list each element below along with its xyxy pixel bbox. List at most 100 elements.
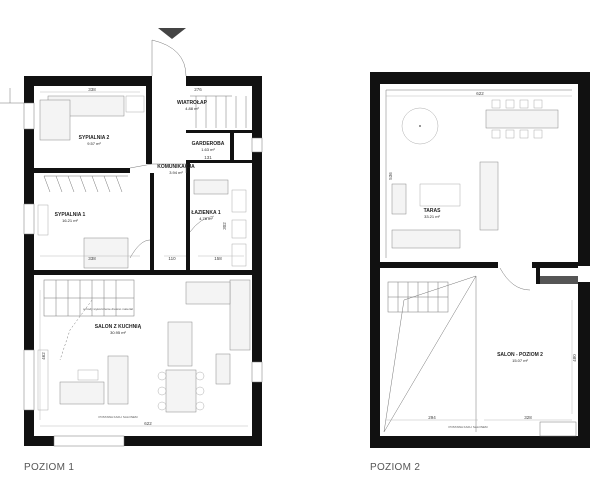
room-area: 4.88 m² bbox=[185, 106, 199, 111]
level-title: POZIOM 2 bbox=[370, 462, 420, 473]
sofa bbox=[59, 381, 105, 405]
void-outline bbox=[383, 275, 477, 433]
dimension-label: 131 bbox=[204, 155, 212, 160]
bathtub bbox=[193, 179, 229, 195]
void-diagonal bbox=[383, 275, 477, 433]
balcony-rail bbox=[0, 88, 24, 104]
desk bbox=[125, 95, 145, 113]
lounge-sofa bbox=[391, 229, 461, 249]
room-name: KOMUNIKACJA bbox=[157, 164, 195, 170]
wall bbox=[380, 262, 498, 268]
lounge-sofa bbox=[479, 161, 499, 231]
dimension-label: 622 bbox=[476, 91, 484, 96]
room-area: 9.57 m² bbox=[87, 141, 101, 146]
dimension-label: 276 bbox=[194, 87, 202, 92]
corridor-outline bbox=[129, 163, 187, 173]
wall bbox=[578, 282, 590, 448]
dimension-label: 622 bbox=[144, 421, 152, 426]
room-name: WIATROŁAP bbox=[177, 100, 208, 106]
level-2-plan: TARAS 33.21 m² SALON - POZIOM 2 15.07 m²… bbox=[370, 72, 590, 473]
wall bbox=[24, 76, 34, 446]
window bbox=[539, 421, 577, 437]
door-swing bbox=[499, 267, 531, 291]
dining-table bbox=[165, 369, 197, 413]
bed bbox=[83, 237, 129, 269]
wall bbox=[186, 76, 262, 86]
window bbox=[251, 137, 263, 153]
lounge-table bbox=[419, 183, 461, 207]
dining-chairs bbox=[157, 371, 205, 411]
level-title: POZIOM 1 bbox=[24, 462, 74, 473]
fridge-cabinet bbox=[185, 281, 231, 305]
window bbox=[23, 203, 35, 235]
wall bbox=[150, 173, 154, 273]
wall bbox=[186, 160, 252, 163]
window bbox=[53, 435, 125, 447]
wall bbox=[532, 262, 578, 268]
wall bbox=[578, 72, 590, 266]
lounge-chair bbox=[391, 183, 407, 215]
wall bbox=[186, 130, 252, 133]
wall bbox=[370, 436, 590, 448]
staircase bbox=[43, 279, 135, 317]
wall bbox=[24, 436, 262, 446]
dimension-label: 480 bbox=[572, 354, 577, 362]
room-area: 15.07 m² bbox=[512, 358, 528, 363]
room-name: TARAS bbox=[424, 208, 442, 214]
desk bbox=[37, 204, 49, 236]
door-swing bbox=[129, 239, 151, 259]
bed bbox=[39, 99, 71, 141]
floor-note: POSTAWA KAFLI SALONEM bbox=[448, 425, 488, 429]
dimension-label: 338 bbox=[88, 87, 96, 92]
wardrobe-hatch bbox=[43, 175, 128, 193]
wardrobe-hatch bbox=[190, 95, 247, 128]
wall bbox=[540, 276, 578, 284]
room-area: 1.63 m² bbox=[201, 147, 215, 152]
room-area: 30.95 m² bbox=[110, 330, 126, 335]
level-1-plan: SYPIALNIA 2 9.57 m² WIATROŁAP 4.88 m² GA… bbox=[0, 28, 263, 473]
window bbox=[23, 349, 35, 411]
outdoor-chairs bbox=[491, 99, 543, 139]
dimension-label: 294 bbox=[428, 415, 436, 420]
wall bbox=[536, 268, 540, 284]
dimension-label: 158 bbox=[214, 256, 222, 261]
staircase bbox=[387, 281, 449, 313]
room-name: SYPIALNIA 2 bbox=[79, 135, 110, 141]
room-name: SYPIALNIA 1 bbox=[55, 212, 86, 218]
coffee-table bbox=[77, 369, 99, 381]
wall bbox=[24, 76, 152, 86]
room-name: ŁAZIENKA 1 bbox=[191, 210, 220, 216]
room-name: SALON Z KUCHNIĄ bbox=[95, 324, 142, 330]
toilet bbox=[231, 219, 247, 239]
room-area: 4.78 m² bbox=[199, 216, 213, 221]
window bbox=[251, 361, 263, 383]
door-swing bbox=[189, 215, 215, 233]
washbasin bbox=[231, 189, 247, 213]
wall bbox=[146, 86, 152, 164]
wall bbox=[186, 163, 190, 271]
entrance-arrow-icon bbox=[158, 28, 186, 39]
kitchen-island bbox=[167, 321, 193, 367]
dimension-label: 338 bbox=[88, 256, 96, 261]
armchair bbox=[215, 353, 231, 385]
dimension-label: 328 bbox=[524, 415, 532, 420]
dimension-label: 110 bbox=[168, 256, 176, 261]
tv-unit bbox=[37, 349, 49, 411]
room-name: SALON - POZIOM 2 bbox=[497, 352, 543, 358]
stairs-note: schody wykończenie drewno materiał bbox=[83, 307, 133, 311]
shower bbox=[231, 243, 247, 267]
wall bbox=[252, 76, 262, 446]
wall bbox=[370, 72, 380, 448]
outdoor-table bbox=[485, 109, 559, 129]
dimension-label: 462 bbox=[41, 352, 46, 360]
stair-direction bbox=[59, 299, 93, 361]
wall bbox=[34, 270, 252, 275]
room-area: 33.21 m² bbox=[424, 214, 440, 219]
room-name: GARDEROBA bbox=[192, 141, 225, 147]
sofa bbox=[107, 355, 129, 405]
wall bbox=[230, 133, 234, 163]
window bbox=[23, 102, 35, 130]
wall bbox=[370, 72, 590, 84]
round-table-center bbox=[419, 125, 421, 127]
